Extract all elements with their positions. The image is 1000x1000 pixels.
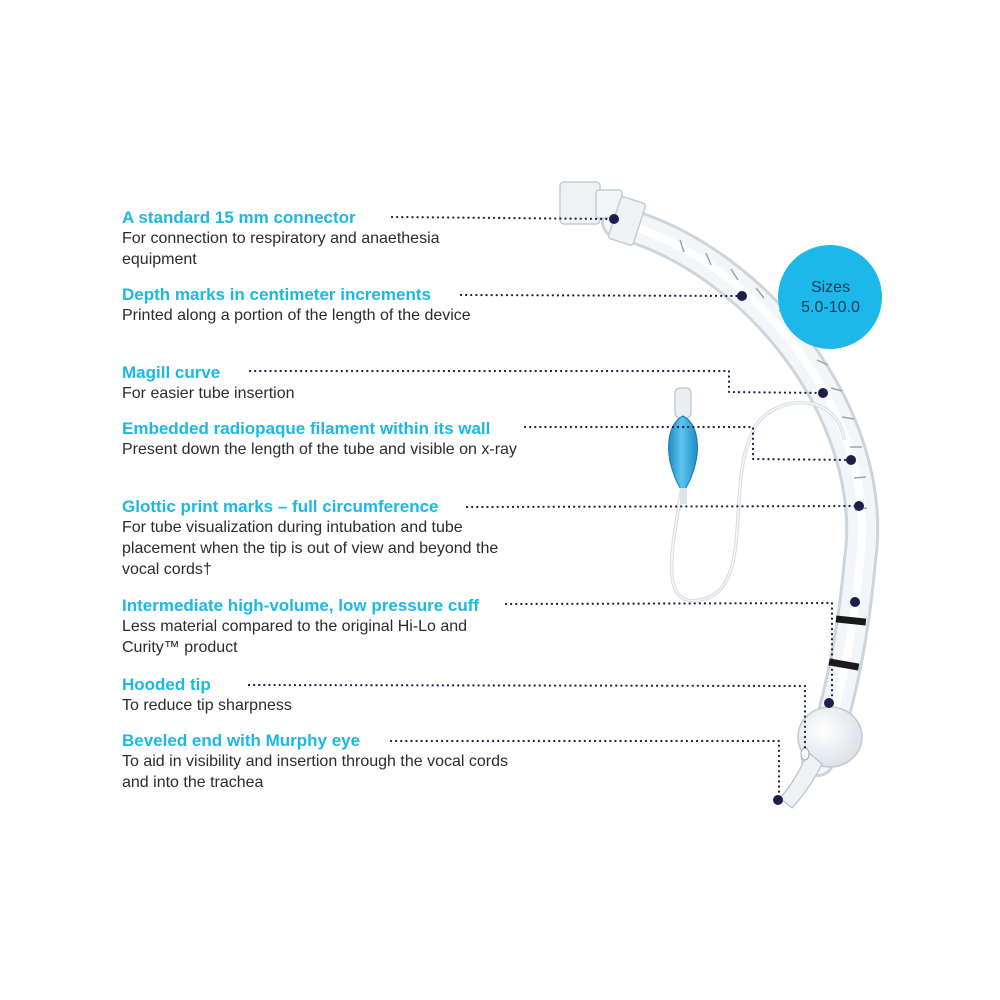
sizes-badge-label: Sizes bbox=[801, 278, 860, 298]
feature-title: Magill curve bbox=[122, 363, 542, 383]
callout-dot-cuff bbox=[850, 597, 860, 607]
callout-dot-beveled-end bbox=[773, 795, 783, 805]
feature-title: Hooded tip bbox=[122, 675, 542, 695]
feature-description: For tube visualization during intubation… bbox=[122, 517, 522, 580]
feature-magill-curve: Magill curve For easier tube insertion bbox=[122, 363, 542, 404]
callout-dot-depth-marks bbox=[737, 291, 747, 301]
feature-depth-marks: Depth marks in centimeter increments Pri… bbox=[122, 285, 542, 326]
callout-dot-connector bbox=[609, 214, 619, 224]
feature-title: Glottic print marks – full circumference bbox=[122, 497, 542, 517]
feature-hooded-tip: Hooded tip To reduce tip sharpness bbox=[122, 675, 542, 716]
feature-title: Beveled end with Murphy eye bbox=[122, 731, 542, 751]
feature-beveled-end: Beveled end with Murphy eye To aid in vi… bbox=[122, 731, 542, 793]
feature-title: Intermediate high-volume, low pressure c… bbox=[122, 596, 542, 616]
feature-description: To reduce tip sharpness bbox=[122, 695, 542, 716]
feature-description: For easier tube insertion bbox=[122, 383, 542, 404]
feature-title: Embedded radiopaque filament within its … bbox=[122, 419, 542, 439]
connector-15mm bbox=[560, 182, 646, 246]
callout-dot-radiopaque-filament bbox=[846, 455, 856, 465]
feature-glottic-marks: Glottic print marks – full circumference… bbox=[122, 497, 542, 580]
feature-description: Less material compared to the original H… bbox=[122, 616, 522, 658]
feature-description: Printed along a portion of the length of… bbox=[122, 305, 482, 326]
pilot-balloon bbox=[669, 388, 698, 504]
feature-description: Present down the length of the tube and … bbox=[122, 439, 522, 460]
feature-title: Depth marks in centimeter increments bbox=[122, 285, 542, 305]
feature-title: A standard 15 mm connector bbox=[122, 208, 542, 228]
callout-dot-hooded-tip bbox=[824, 698, 834, 708]
sizes-badge: Sizes 5.0-10.0 bbox=[779, 246, 882, 349]
sizes-badge-range: 5.0-10.0 bbox=[801, 298, 860, 318]
pilot-line bbox=[672, 403, 844, 601]
feature-connector: A standard 15 mm connector For connectio… bbox=[122, 208, 542, 270]
callout-dot-glottic-marks bbox=[854, 501, 864, 511]
feature-description: To aid in visibility and insertion throu… bbox=[122, 751, 522, 793]
feature-radiopaque-filament: Embedded radiopaque filament within its … bbox=[122, 419, 542, 460]
feature-description: For connection to respiratory and anaeth… bbox=[122, 228, 502, 270]
callout-dot-magill-curve bbox=[818, 388, 828, 398]
feature-cuff: Intermediate high-volume, low pressure c… bbox=[122, 596, 542, 658]
